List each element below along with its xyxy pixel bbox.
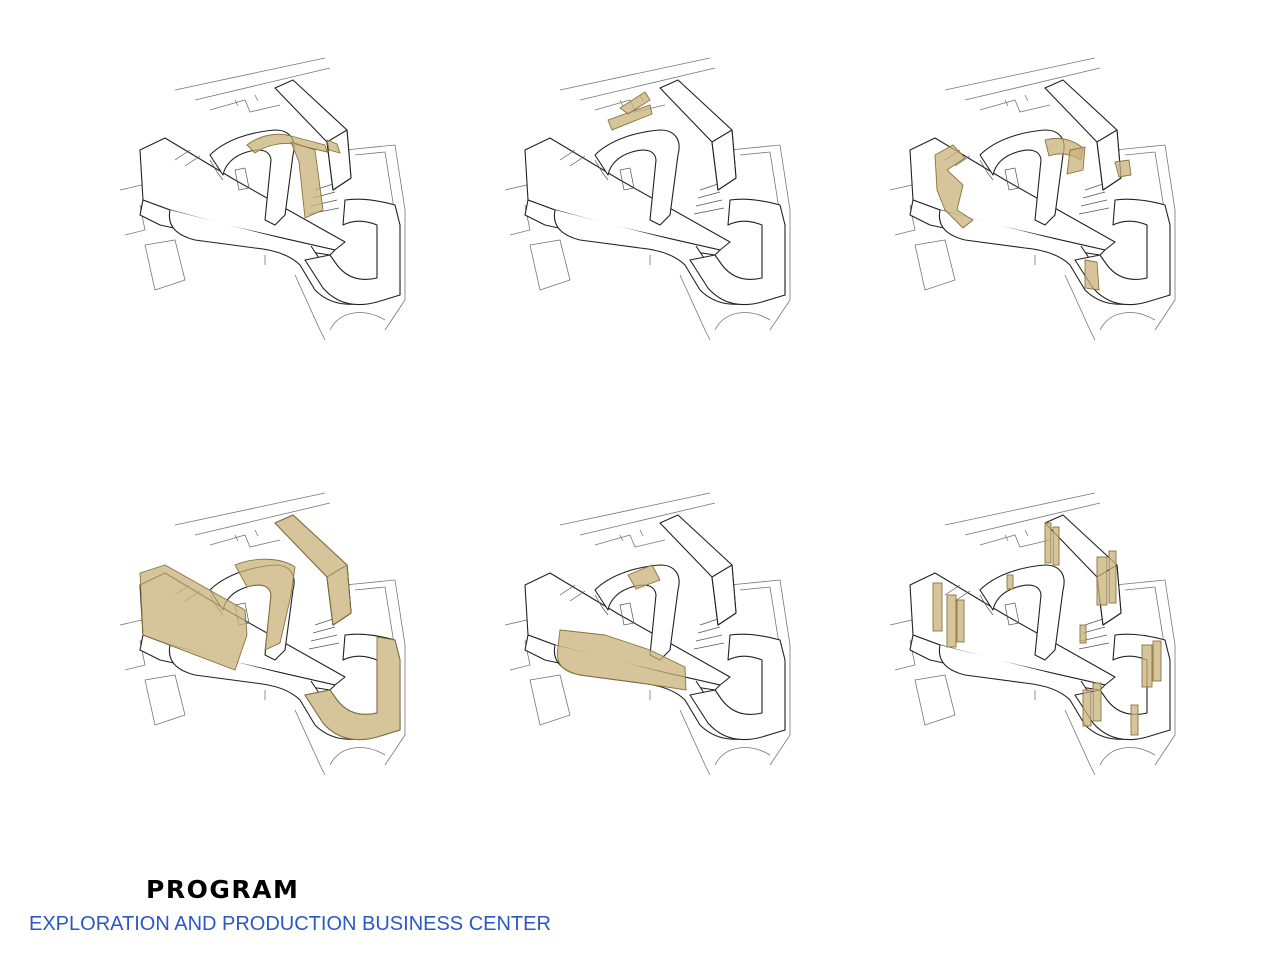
axonometric-diagram bbox=[889, 57, 1176, 341]
axonometric-diagram bbox=[504, 492, 791, 776]
highlighted-program-zone bbox=[556, 564, 687, 691]
diagram-panel-1 bbox=[115, 50, 415, 350]
diagram-panel-2 bbox=[500, 50, 800, 350]
diagram-panel-3 bbox=[885, 50, 1185, 350]
axonometric-diagram bbox=[119, 57, 406, 341]
diagram-panel-6 bbox=[885, 485, 1185, 785]
axonometric-diagram bbox=[889, 492, 1176, 776]
axonometric-diagram bbox=[119, 492, 406, 776]
highlighted-program-zone bbox=[607, 91, 653, 131]
page-subtitle: EXPLORATION AND PRODUCTION BUSINESS CENT… bbox=[29, 913, 551, 935]
caption-block: PROGRAM EXPLORATION AND PRODUCTION BUSIN… bbox=[0, 870, 600, 950]
diagram-panel-4 bbox=[115, 485, 415, 785]
highlighted-program-zone bbox=[139, 514, 401, 741]
axonometric-diagram bbox=[504, 57, 791, 341]
highlighted-program-zone bbox=[934, 137, 1132, 291]
diagram-panel-5 bbox=[500, 485, 800, 785]
highlighted-program-zone bbox=[246, 133, 341, 219]
page-title: PROGRAM bbox=[146, 875, 300, 904]
highlighted-program-zone bbox=[932, 522, 1162, 736]
